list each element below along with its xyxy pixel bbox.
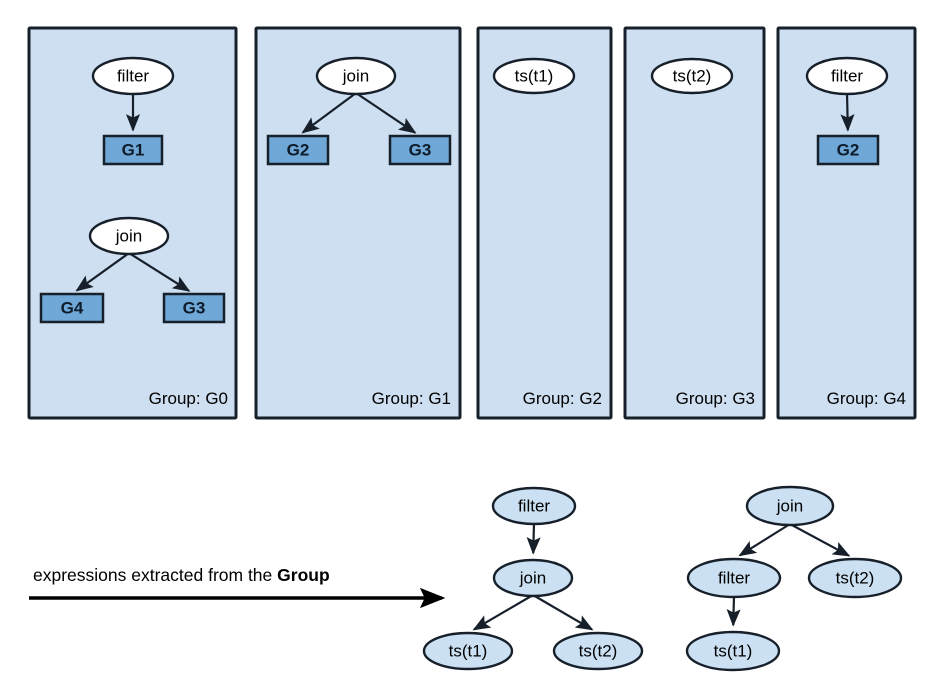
operator-node-label: filter — [117, 66, 149, 85]
memo-group-panel[interactable]: ts(t1) Group: G2 — [476, 26, 613, 420]
tree-node[interactable] — [807, 557, 903, 599]
tree-node[interactable] — [685, 630, 781, 672]
operator-node-label: join — [342, 66, 369, 85]
group-panel-label: Group: G3 — [676, 389, 755, 408]
group-reference-label: G4 — [61, 298, 84, 317]
tree-node-label: ts(t2) — [579, 641, 618, 660]
group-reference-label: G2 — [287, 140, 310, 159]
operator-node-label: join — [115, 226, 142, 245]
operator-node[interactable] — [91, 56, 175, 96]
expression-edge — [301, 92, 357, 134]
group-reference-label: G1 — [122, 140, 145, 159]
expression-edge — [355, 92, 417, 134]
group-reference-label: G3 — [183, 298, 206, 317]
tree-node-label: join — [519, 568, 546, 587]
tree-edge — [726, 595, 741, 627]
group-reference-box[interactable] — [102, 134, 164, 166]
group-reference-box[interactable] — [162, 292, 226, 324]
tree-node[interactable] — [686, 557, 782, 599]
expression-edge — [128, 252, 191, 292]
group-reference-box[interactable] — [39, 292, 105, 324]
group-reference-label: G3 — [409, 140, 432, 159]
tree-node[interactable] — [552, 631, 644, 671]
tree-node[interactable] — [745, 485, 835, 527]
group-reference-label: G2 — [837, 140, 860, 159]
tree-edge — [526, 522, 541, 555]
caption-label: expressions extracted from the Group — [33, 565, 330, 585]
tree-node-label: ts(t2) — [836, 568, 875, 587]
panel-background — [623, 26, 766, 420]
operator-node[interactable] — [88, 216, 170, 256]
tree-node[interactable] — [422, 631, 514, 671]
group-panel-label: Group: G1 — [372, 389, 451, 408]
expression-edge — [75, 252, 130, 292]
operator-node[interactable] — [492, 57, 576, 95]
extracted-expression-tree: filter join ts(t1) ts(t2) — [422, 486, 644, 671]
tree-node-label: ts(t1) — [714, 641, 753, 660]
operator-node-label: ts(t2) — [673, 66, 712, 85]
expression-edge — [840, 92, 855, 132]
tree-node[interactable] — [492, 558, 574, 598]
tree-node-label: filter — [518, 496, 550, 515]
operator-node-label: ts(t1) — [515, 66, 554, 85]
tree-node-label: ts(t1) — [449, 641, 488, 660]
group-panel-label: Group: G0 — [149, 389, 228, 408]
tree-node[interactable] — [491, 486, 577, 526]
tree-edge — [789, 523, 851, 557]
caption-bold-text: Group — [277, 565, 330, 585]
panel-background — [476, 26, 613, 420]
group-reference-box[interactable] — [816, 134, 880, 166]
extracted-expression-tree: join filter ts(t2) ts(t1) — [685, 485, 903, 672]
caption-plain-text: expressions extracted from the — [33, 565, 277, 585]
operator-node[interactable] — [650, 57, 734, 95]
tree-edge — [472, 594, 534, 631]
caption-layer: expressions extracted from the Group — [29, 565, 446, 609]
tree-node-label: filter — [718, 568, 750, 587]
operator-node[interactable] — [805, 56, 889, 96]
memo-group-panel[interactable]: ts(t2) Group: G3 — [623, 26, 766, 420]
tree-edge — [532, 594, 594, 631]
operator-node[interactable] — [315, 56, 397, 96]
operator-node-label: filter — [831, 66, 863, 85]
group-reference-box[interactable] — [388, 134, 452, 166]
group-panel-label: Group: G2 — [523, 389, 602, 408]
group-panel-label: Group: G4 — [827, 389, 906, 408]
extracted-trees-layer: filter join ts(t1) ts(t2) join filter ts(t2) ts… — [422, 485, 903, 672]
tree-node-label: join — [776, 496, 803, 515]
tree-edge — [738, 523, 791, 557]
group-reference-box[interactable] — [266, 134, 330, 166]
panel-background — [776, 26, 917, 420]
